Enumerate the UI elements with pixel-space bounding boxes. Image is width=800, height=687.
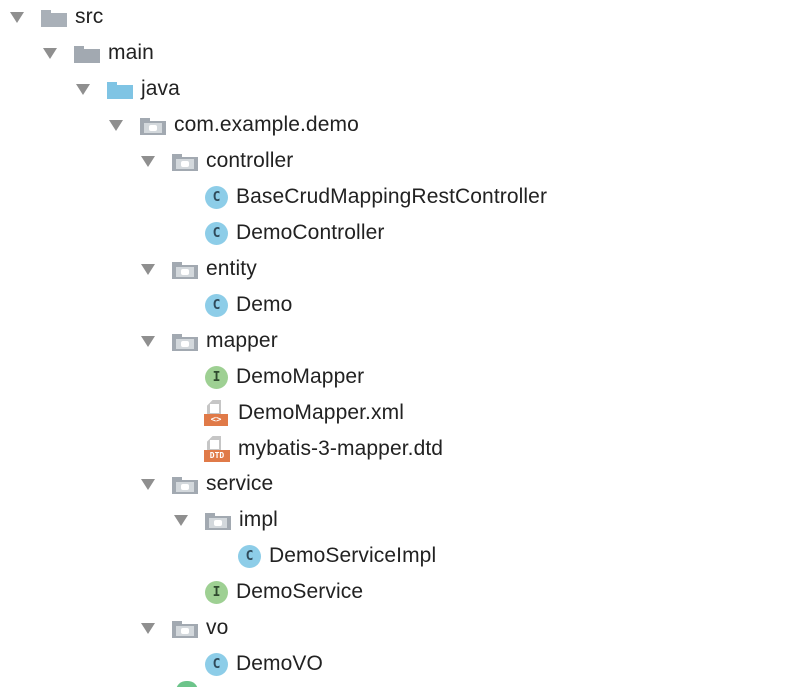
expand-arrow-icon[interactable] [174, 514, 188, 526]
tree-node-demovo[interactable]: C DemoVO [205, 646, 323, 682]
class-icon: C [205, 652, 228, 676]
tree-node-label: DemoServiceImpl [269, 544, 437, 567]
tree-node-demo[interactable]: C Demo [205, 287, 292, 323]
expand-arrow-icon[interactable] [141, 263, 155, 275]
tree-node-label: BaseCrudMappingRestController [236, 185, 548, 208]
package-icon [172, 334, 198, 351]
package-icon [172, 477, 198, 494]
interface-icon: I [205, 580, 228, 604]
expand-arrow-icon[interactable] [76, 83, 90, 95]
tree-node-basecrudmappingrestcontroller[interactable]: C BaseCrudMappingRestController [205, 179, 547, 215]
tree-node-label: mybatis-3-mapper.dtd [238, 437, 444, 460]
source-folder-icon [107, 82, 133, 99]
tree-node-mapper[interactable]: mapper [141, 323, 278, 359]
tree-node-demomapper-xml[interactable]: <> DemoMapper.xml [204, 395, 404, 431]
expand-arrow-icon[interactable] [141, 478, 155, 490]
class-icon: C [205, 293, 228, 317]
tree-node-vo[interactable]: vo [141, 610, 228, 646]
interface-icon: I [205, 365, 228, 389]
expand-arrow-icon[interactable] [141, 622, 155, 634]
tree-node-demoserviceimpl[interactable]: C DemoServiceImpl [238, 538, 436, 574]
tree-node-label: controller [206, 149, 294, 172]
tree-node-label: entity [206, 257, 257, 280]
tree-node-label: mapper [206, 329, 278, 352]
tree-node-label: impl [239, 508, 278, 531]
tree-node-demoservice[interactable]: I DemoService [205, 574, 363, 610]
dtd-file-icon: DTD [204, 436, 230, 462]
tree-node-main[interactable]: main [43, 35, 154, 71]
tree-node-label: DemoMapper [236, 365, 365, 388]
tree-node-label: DemoController [236, 221, 385, 244]
tree-node-label: main [108, 41, 154, 64]
class-icon: C [238, 544, 261, 568]
expand-arrow-icon[interactable] [10, 11, 24, 23]
tree-node-label: src [75, 5, 104, 28]
tree-node-label: service [206, 472, 274, 495]
tree-node-controller[interactable]: controller [141, 143, 293, 179]
tree-node-mybatis-dtd[interactable]: DTD mybatis-3-mapper.dtd [204, 431, 443, 467]
package-icon [140, 118, 166, 135]
folder-icon [74, 46, 100, 63]
class-icon: C [205, 221, 228, 245]
xml-file-icon: <> [204, 400, 230, 426]
tree-node-service[interactable]: service [141, 466, 273, 502]
tree-node-demomapper[interactable]: I DemoMapper [205, 359, 364, 395]
tree-node-democontroller[interactable]: C DemoController [205, 215, 384, 251]
class-icon: C [205, 185, 228, 209]
package-icon [172, 262, 198, 279]
package-icon [205, 513, 231, 530]
tree-node-label: vo [206, 616, 229, 639]
tree-node-entity[interactable]: entity [141, 251, 257, 287]
tree-node-java[interactable]: java [76, 71, 180, 107]
expand-arrow-icon[interactable] [141, 155, 155, 167]
folder-icon [41, 10, 67, 27]
tree-node-label: DemoVO [236, 652, 323, 675]
expand-arrow-icon[interactable] [43, 47, 57, 59]
spring-boot-icon [176, 681, 198, 687]
expand-arrow-icon[interactable] [109, 119, 123, 131]
tree-node-com-example-demo[interactable]: com.example.demo [109, 107, 359, 143]
package-icon [172, 621, 198, 638]
package-icon [172, 154, 198, 171]
tree-node-src[interactable]: src [10, 0, 103, 35]
tree-node-label: DemoMapper.xml [238, 401, 404, 424]
tree-node-impl[interactable]: impl [174, 502, 278, 538]
tree-node-label: Demo [236, 293, 293, 316]
expand-arrow-icon[interactable] [141, 335, 155, 347]
tree-node-label: java [141, 77, 180, 100]
tree-node-label: com.example.demo [174, 113, 359, 136]
tree-node-label: DemoService [236, 580, 364, 603]
